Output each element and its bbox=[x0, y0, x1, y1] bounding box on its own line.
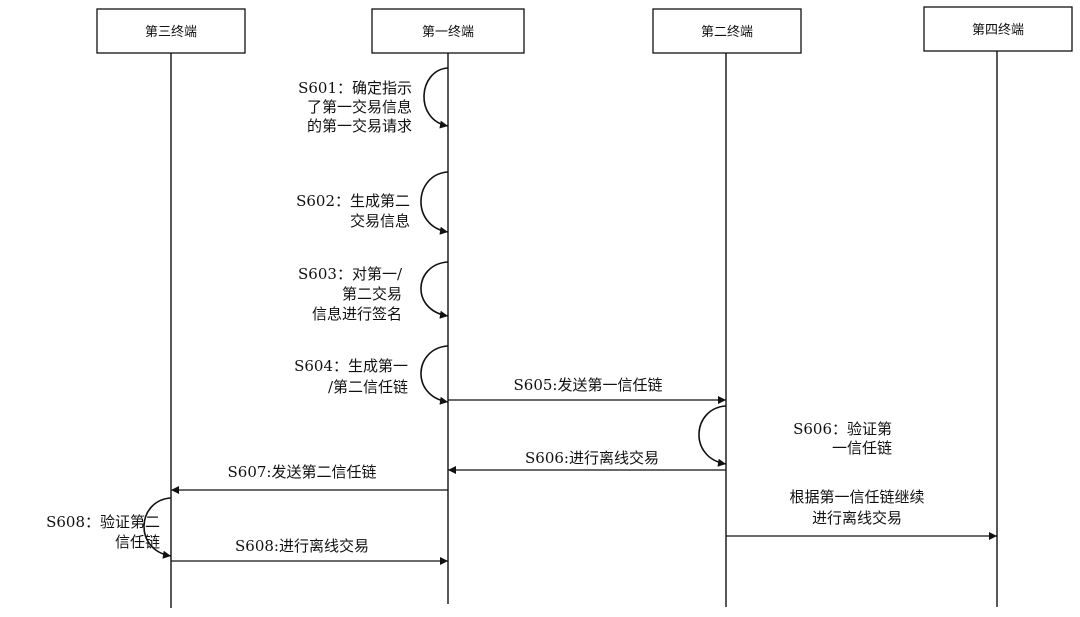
step-label-line: 了第一交易信息 bbox=[307, 98, 412, 116]
message-offline: 根据第一信任链继续进行离线交易 bbox=[726, 488, 997, 540]
step-label-line: S608：验证第二 bbox=[46, 513, 160, 531]
message-label-line: 根据第一信任链继续 bbox=[789, 488, 924, 506]
message-s608m: S608:进行离线交易 bbox=[171, 537, 448, 565]
message-label: 根据第一信任链继续进行离线交易 bbox=[789, 488, 924, 527]
message-label: S605:发送第一信任链 bbox=[514, 376, 663, 394]
terminal-label: 第一终端 bbox=[422, 24, 474, 40]
self-step-s604: S604：生成第一/第二信任链 bbox=[294, 345, 449, 405]
terminal-t3: 第三终端 bbox=[96, 8, 246, 54]
step-label: S601：确定指示了第一交易信息的第一交易请求 bbox=[298, 79, 412, 135]
step-label-line: 交易信息 bbox=[350, 212, 410, 230]
message-label-line: S606:进行离线交易 bbox=[525, 449, 659, 467]
self-loop-arrow bbox=[698, 405, 727, 467]
self-loop-arrow bbox=[143, 497, 172, 559]
step-label-line: 第二交易 bbox=[342, 285, 402, 303]
terminal-box bbox=[96, 8, 246, 54]
self-loop-arrow bbox=[420, 345, 449, 405]
message-s606m: S606:进行离线交易 bbox=[448, 449, 726, 474]
terminal-box bbox=[652, 8, 802, 54]
step-label: S604：生成第一/第二信任链 bbox=[294, 357, 408, 396]
self-loop-arrow bbox=[420, 171, 449, 235]
terminal-label: 第二终端 bbox=[701, 24, 753, 40]
step-label-line: S603：对第一/ bbox=[298, 265, 403, 283]
self-loop-arrow bbox=[423, 67, 449, 129]
self-step-s601: S601：确定指示了第一交易信息的第一交易请求 bbox=[298, 67, 449, 135]
message-label: S607:发送第二信任链 bbox=[228, 463, 377, 481]
step-label: S603：对第一/第二交易信息进行签名 bbox=[298, 265, 403, 323]
step-label-line: /第二信任链 bbox=[328, 378, 408, 396]
terminal-t4: 第四终端 bbox=[923, 6, 1073, 52]
step-label: S606：验证第一信任链 bbox=[793, 420, 892, 457]
message-label-line: S608:进行离线交易 bbox=[235, 537, 369, 555]
self-step-s603: S603：对第一/第二交易信息进行签名 bbox=[298, 261, 449, 323]
step-label-line: S602：生成第二 bbox=[296, 192, 410, 210]
terminal-label: 第三终端 bbox=[145, 24, 197, 40]
terminal-box bbox=[923, 6, 1073, 52]
step-label-line: S606：验证第 bbox=[793, 420, 892, 438]
terminal-t1: 第一终端 bbox=[371, 8, 525, 54]
self-step-s606v: S606：验证第一信任链 bbox=[698, 405, 892, 467]
message-label-line: 进行离线交易 bbox=[812, 509, 902, 527]
step-label-line: 的第一交易请求 bbox=[307, 117, 412, 135]
step-label: S602：生成第二交易信息 bbox=[296, 192, 410, 230]
step-label-line: 信息进行签名 bbox=[312, 305, 402, 323]
message-label: S606:进行离线交易 bbox=[525, 449, 659, 467]
step-label-line: S604：生成第一 bbox=[294, 357, 408, 375]
self-step-s608v: S608：验证第二信任链 bbox=[46, 497, 172, 559]
step-label-line: S601：确定指示 bbox=[298, 79, 412, 97]
message-label-line: S605:发送第一信任链 bbox=[514, 376, 663, 394]
message-label-line: S607:发送第二信任链 bbox=[228, 463, 377, 481]
terminal-t2: 第二终端 bbox=[652, 8, 802, 54]
step-label: S608：验证第二信任链 bbox=[46, 513, 160, 551]
message-s607: S607:发送第二信任链 bbox=[171, 463, 448, 494]
self-step-s602: S602：生成第二交易信息 bbox=[296, 171, 449, 235]
terminal-box bbox=[371, 8, 525, 54]
self-loop-arrow bbox=[420, 261, 449, 319]
message-s605: S605:发送第一信任链 bbox=[448, 376, 726, 404]
step-label-line: 一信任链 bbox=[832, 439, 892, 457]
step-label-line: 信任链 bbox=[115, 533, 160, 551]
message-label: S608:进行离线交易 bbox=[235, 537, 369, 555]
terminal-label: 第四终端 bbox=[972, 22, 1024, 38]
